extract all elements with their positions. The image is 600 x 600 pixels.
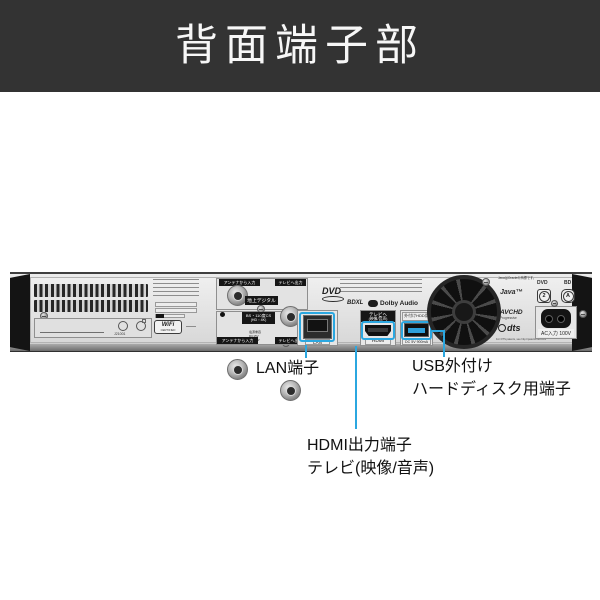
certification-mark-icon xyxy=(136,321,146,331)
antenna-in-top-label: アンテナから入力 xyxy=(219,279,260,286)
vent-slots-row1 xyxy=(34,284,148,297)
usb-callout-label: USB外付け ハードディスク用端子 xyxy=(412,358,571,398)
usb-callout-line-vertical xyxy=(443,330,445,357)
ac-input-label: AC入力 100V xyxy=(538,329,574,337)
usb-port xyxy=(404,323,429,337)
left-bracket xyxy=(10,274,30,351)
fine-print-text xyxy=(153,279,199,299)
sticker-label xyxy=(155,314,185,318)
antenna-connector-icon xyxy=(227,359,248,380)
dts-logo: dts xyxy=(498,323,521,333)
header-bar: 背面端子部 xyxy=(0,0,600,92)
antenna-connector-icon xyxy=(280,380,301,401)
dot-mark xyxy=(220,312,225,317)
dvd-region-icon: 2 xyxy=(537,289,551,303)
dolby-audio-logo: Dolby Audio xyxy=(368,300,418,307)
small-mark xyxy=(142,319,146,323)
dvd-badge-text: DVD xyxy=(537,280,548,286)
lan-port-label: LAN xyxy=(305,339,330,345)
screw-icon xyxy=(579,310,587,318)
dts-patent-note: For DTS patents, see http://patents.dts.… xyxy=(496,338,547,341)
tv-out-bottom-label: テレビへ出力 xyxy=(275,337,306,344)
jet-mark xyxy=(156,314,164,318)
hdmi-callout-line xyxy=(355,346,357,429)
sticker-label xyxy=(155,308,197,313)
device-bottom-edge xyxy=(10,344,592,352)
antenna-connector-icon xyxy=(227,285,248,306)
java-logo: Java™ xyxy=(500,289,523,296)
dolby-disclaimer-text xyxy=(340,279,422,292)
rating-label-plate xyxy=(34,318,152,338)
bs-cs-label: BS・110度CS (HD・4K) xyxy=(242,312,275,324)
lan-port xyxy=(303,315,332,339)
lan-highlight-box xyxy=(299,312,335,342)
usb-highlight-box xyxy=(401,321,432,340)
page-title: 背面端子部 xyxy=(175,22,425,70)
hdmi-callout-label: HDMI出力端子 テレビ(映像/音声) xyxy=(307,437,435,477)
vent-slots-row2 xyxy=(34,300,148,312)
screw-icon xyxy=(482,278,490,286)
bd-region-icon: A xyxy=(561,289,575,303)
lan-callout-line xyxy=(305,345,307,358)
terrestrial-digital-label: 地上デジタル xyxy=(245,296,278,305)
device-rear-panel-image: J21001 WiFi CERTIFIED アンテナから入力 テレビへ出力 地上… xyxy=(0,265,600,401)
hdmi-port xyxy=(365,325,391,336)
lan-callout-label: LAN端子 xyxy=(256,360,320,377)
bdxl-logo: BDXL xyxy=(347,300,364,306)
recycle-mark-icon xyxy=(118,321,128,331)
tiny-mark xyxy=(186,326,196,329)
tv-out-top-label: テレビへ出力 xyxy=(275,279,306,286)
dolby-mark-icon xyxy=(368,300,373,307)
wifi-certified-icon: WiFi CERTIFIED xyxy=(154,320,182,334)
serial-mark: J21001 xyxy=(114,332,126,336)
usb-callout-line-horizontal xyxy=(432,330,445,332)
hdmi-top-label: テレビへ (映像/音声) xyxy=(361,311,395,322)
ac-inlet-port xyxy=(541,309,571,328)
screw-icon xyxy=(551,300,558,307)
sticker-label xyxy=(155,302,197,307)
avchd-logo: AVCHD Progressive xyxy=(500,309,523,320)
antenna-in-bottom-label: アンテナから入力 xyxy=(217,337,258,344)
fan-hub xyxy=(455,303,473,321)
dvd-video-logo: DVD xyxy=(322,287,348,302)
dts-mark-icon xyxy=(498,324,506,332)
java-note: JavaはOracleの商標です。 xyxy=(498,276,537,280)
label-plate-line xyxy=(40,332,104,333)
bd-badge-text: BD xyxy=(564,280,572,286)
hdmi-highlight-box xyxy=(361,321,395,340)
